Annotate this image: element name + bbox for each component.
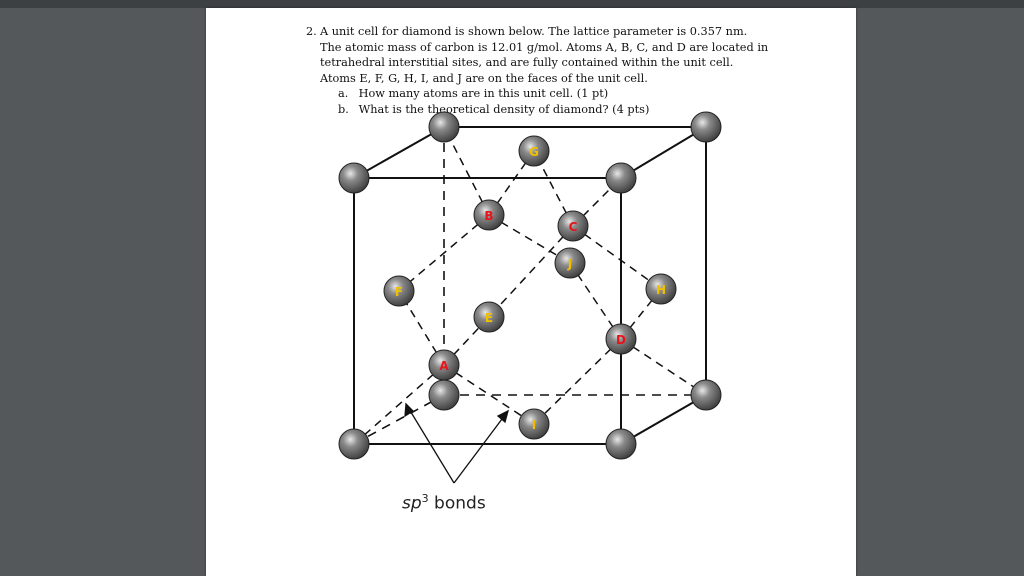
bond-b-corner bbox=[443, 126, 490, 216]
bond-d-corner bbox=[620, 338, 707, 396]
corner-atom-back-bottom-left bbox=[428, 379, 460, 411]
face-atom-i bbox=[518, 408, 550, 440]
part-a-letter: a. bbox=[338, 87, 349, 101]
corner-atom-front-top-left bbox=[338, 162, 370, 194]
corner-atom-front-bottom-right bbox=[605, 428, 637, 460]
label-b: B bbox=[484, 209, 493, 223]
tetrahedral-atom-a bbox=[428, 349, 460, 381]
bond-a-corner bbox=[353, 364, 445, 445]
part-b-letter: b. bbox=[338, 102, 349, 116]
label-i: I bbox=[532, 418, 536, 432]
question-line-2: The atomic mass of carbon is 12.01 g/mol… bbox=[320, 40, 769, 54]
label-e: E bbox=[485, 311, 493, 325]
hidden-edge-bottom-left bbox=[353, 394, 445, 445]
bond-a-i bbox=[443, 364, 535, 425]
cube-edge-bottom-right bbox=[620, 394, 707, 445]
caption-sp: sp bbox=[402, 493, 422, 514]
question-2: 2. A unit cell for diamond is shown belo… bbox=[306, 24, 840, 118]
part-b-text: What is the theoretical density of diamo… bbox=[358, 102, 650, 116]
cube-hidden-edges bbox=[353, 127, 706, 445]
arrow-line-left bbox=[405, 403, 455, 484]
bond-lines bbox=[353, 126, 707, 445]
label-a: A bbox=[439, 359, 449, 373]
face-atom-e bbox=[473, 301, 505, 333]
corner-atom-back-top-right bbox=[690, 111, 722, 143]
cube-solid-edges bbox=[353, 126, 707, 445]
cube-edge-top-left bbox=[353, 126, 445, 179]
corner-atom-front-top-right bbox=[605, 162, 637, 194]
cube-edge-top-right bbox=[620, 126, 707, 179]
document-page: 2. A unit cell for diamond is shown belo… bbox=[206, 8, 856, 576]
caption-bonds: bonds bbox=[428, 493, 486, 514]
tetrahedral-atom-b bbox=[473, 199, 505, 231]
bond-d-h bbox=[620, 288, 662, 340]
face-atom-h bbox=[645, 273, 677, 305]
corner-atom-back-top-left bbox=[428, 111, 460, 143]
part-a-text: How many atoms are in this unit cell. (1… bbox=[358, 87, 609, 101]
sp3-bonds-caption: sp3 bonds bbox=[402, 492, 486, 514]
question-line-4: Atoms E, F, G, H, I, and J are on the fa… bbox=[320, 71, 648, 85]
bond-c-h bbox=[572, 225, 662, 290]
question-number: 2. bbox=[306, 25, 317, 38]
tetrahedral-atom-c bbox=[557, 210, 589, 242]
face-atom-f bbox=[383, 275, 415, 307]
bond-d-i bbox=[533, 338, 622, 425]
bond-c-e bbox=[488, 225, 574, 318]
atom-labels: A B C D E F G H I J bbox=[395, 145, 666, 432]
arrow-line-right bbox=[453, 410, 509, 484]
atoms bbox=[338, 111, 722, 460]
tetrahedral-atom-d bbox=[605, 323, 637, 355]
face-atom-j bbox=[554, 247, 586, 279]
bond-b-j bbox=[488, 214, 571, 264]
label-d: D bbox=[616, 333, 626, 347]
window-top-strip bbox=[0, 0, 1024, 8]
face-atom-g bbox=[518, 135, 550, 167]
cube-front-face bbox=[353, 177, 622, 445]
bond-a-e bbox=[443, 316, 490, 366]
label-h: H bbox=[656, 283, 666, 297]
corner-atom-back-bottom-right bbox=[690, 379, 722, 411]
sp3-bond-arrows bbox=[404, 402, 510, 484]
arrow-head-left bbox=[404, 402, 415, 418]
bond-b-f bbox=[398, 214, 490, 292]
label-c: C bbox=[569, 220, 578, 234]
label-f: F bbox=[395, 285, 403, 299]
arrow-head-right bbox=[496, 409, 510, 424]
question-line-1: A unit cell for diamond is shown below. … bbox=[320, 25, 748, 38]
caption-superscript: 3 bbox=[421, 492, 429, 505]
part-a: a. How many atoms are in this unit cell.… bbox=[320, 86, 840, 102]
label-j: J bbox=[567, 257, 572, 271]
diamond-unit-cell-diagram: A B C D E F G H I J bbox=[338, 111, 722, 484]
part-b: b. What is the theoretical density of di… bbox=[320, 102, 840, 118]
label-g: G bbox=[529, 145, 539, 159]
question-line-3: tetrahedral interstitial sites, and are … bbox=[320, 56, 734, 70]
corner-atom-front-bottom-left bbox=[338, 428, 370, 460]
